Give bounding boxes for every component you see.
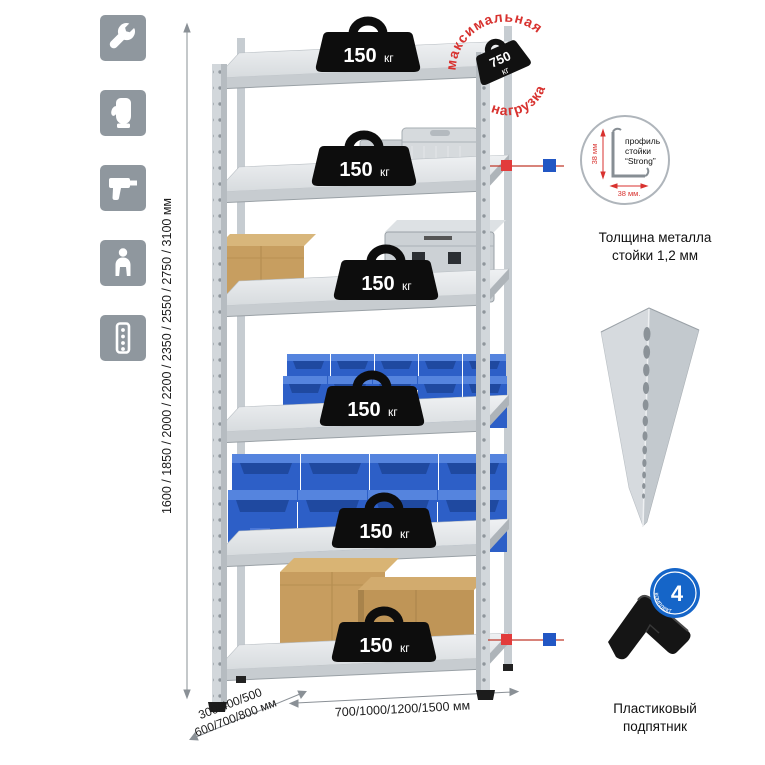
- load-badge: 150 кг: [312, 16, 424, 76]
- back-posts: [237, 26, 512, 678]
- stamp-weight-icon: 750 кг: [476, 38, 531, 86]
- dim-horizontal: 38 мм.: [618, 189, 641, 198]
- depth-dimension-line: [189, 690, 307, 741]
- gloves-icon: [100, 90, 146, 136]
- dim-vertical: 38 мм: [590, 144, 599, 165]
- load-unit: кг: [388, 405, 398, 419]
- front-posts: [212, 52, 490, 704]
- feature-icons: [100, 15, 146, 361]
- stamp-arc-bottom: нагрузка: [485, 78, 555, 128]
- callout-bottom: [488, 633, 564, 646]
- width-dimension-line: [288, 687, 520, 708]
- height-dimension-label: 1600 / 1850 / 2000 / 2200 / 2350 / 2550 …: [160, 197, 174, 515]
- load-badge: 150 кг: [330, 244, 442, 304]
- profile-dimensions: [600, 128, 649, 189]
- foot-caption: Пластиковый подпятник: [613, 701, 697, 734]
- load-value: 150: [359, 635, 392, 657]
- red-marker-icon: [501, 634, 512, 645]
- profile-drawing: [611, 127, 650, 178]
- perforated-post-image: [593, 298, 708, 543]
- profile-label: профиль: [625, 136, 661, 146]
- load-badge: 150 кг: [316, 370, 428, 430]
- load-badge: 150 кг: [328, 606, 440, 666]
- load-unit: кг: [384, 51, 394, 65]
- blue-marker-icon: [543, 633, 556, 646]
- profile-label: стойки: [625, 146, 651, 156]
- height-dimension-line: [183, 22, 191, 700]
- load-unit: кг: [402, 279, 412, 293]
- load-value: 150: [361, 273, 394, 295]
- perforated-post-icon: [100, 315, 146, 361]
- load-badge: 150 кг: [328, 492, 440, 552]
- plastic-foot-image: [598, 582, 698, 675]
- profile-detail: 38 мм 38 мм. профиль стойки “Strong”: [577, 112, 673, 213]
- person-icon: [100, 240, 146, 286]
- svg-text:нагрузка: нагрузка: [485, 78, 555, 128]
- badge-value: 4: [671, 581, 684, 606]
- blue-marker-icon: [543, 159, 556, 172]
- drill-icon: [100, 165, 146, 211]
- load-value: 150: [359, 521, 392, 543]
- rack-feet: [208, 664, 513, 712]
- load-value: 150: [343, 45, 376, 67]
- load-unit: кг: [400, 641, 410, 655]
- quantity-badge: 4 в комплекте: [646, 561, 702, 625]
- profile-label: “Strong”: [625, 156, 656, 166]
- stamp-max-load: максимальная нагрузка 750 кг: [417, 0, 591, 155]
- callout-top: [490, 159, 564, 172]
- wrench-icon: [100, 15, 146, 61]
- stamp-unit: кг: [500, 64, 511, 76]
- profile-caption: Толщина металла стойки 1,2 мм: [598, 230, 712, 263]
- load-badge: 150 кг: [308, 130, 420, 190]
- load-value: 150: [339, 159, 372, 181]
- load-unit: кг: [380, 165, 390, 179]
- red-marker-icon: [501, 160, 512, 171]
- load-unit: кг: [400, 527, 410, 541]
- load-value: 150: [347, 399, 380, 421]
